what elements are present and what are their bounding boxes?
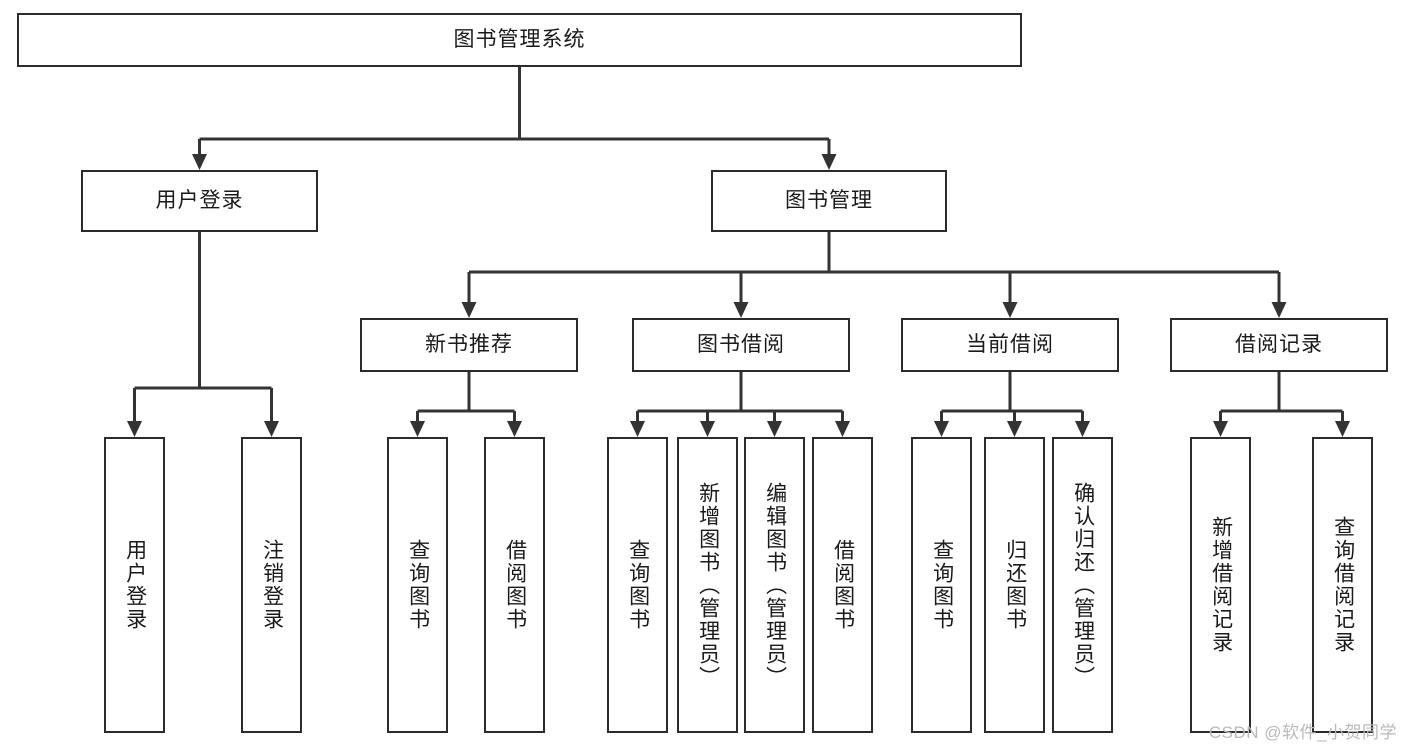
edge-arrowhead <box>821 154 837 170</box>
node-label: 查询图书 <box>626 539 650 631</box>
node-leaf-query-record[interactable]: 查询借阅记录 <box>1312 437 1373 733</box>
node-root[interactable]: 图书管理系统 <box>17 13 1022 67</box>
csdn-watermark: CSDN @软件_小贺同学 <box>1208 723 1397 742</box>
node-current-borrow[interactable]: 当前借阅 <box>901 318 1119 372</box>
node-leaf-return-book[interactable]: 归还图书 <box>984 437 1045 733</box>
node-book-manage[interactable]: 图书管理 <box>711 170 947 232</box>
node-leaf-user-logout[interactable]: 注销登录 <box>241 437 302 733</box>
edge-arrowhead <box>767 421 782 437</box>
node-leaf-confirm-return[interactable]: 确认归还（管理员） <box>1052 437 1113 733</box>
node-label: 借阅图书 <box>831 539 855 631</box>
node-new-book-rec[interactable]: 新书推荐 <box>360 318 578 372</box>
node-label: 注销登录 <box>260 539 284 631</box>
edge-arrowhead <box>410 421 425 437</box>
edge-arrowhead <box>835 421 850 437</box>
edge-arrowhead <box>461 302 477 318</box>
edge-arrowhead <box>127 421 142 437</box>
node-book-borrow[interactable]: 图书借阅 <box>632 318 850 372</box>
edge-arrowhead <box>507 421 522 437</box>
node-leaf-query-book-2[interactable]: 查询图书 <box>607 437 668 733</box>
node-label: 新增图书（管理员） <box>696 481 720 689</box>
edge-arrowhead <box>934 421 949 437</box>
node-label: 图书借阅 <box>697 333 785 357</box>
node-label: 用户登录 <box>123 539 147 631</box>
node-label: 查询图书 <box>406 539 430 631</box>
node-label: 查询借阅记录 <box>1331 516 1355 654</box>
node-leaf-user-login[interactable]: 用户登录 <box>104 437 165 733</box>
node-label: 确认归还（管理员） <box>1071 481 1095 689</box>
node-label: 新增借阅记录 <box>1209 516 1233 654</box>
node-label: 图书管理 <box>785 189 873 213</box>
node-leaf-query-book-1[interactable]: 查询图书 <box>387 437 448 733</box>
node-leaf-add-book[interactable]: 新增图书（管理员） <box>677 437 738 733</box>
node-label: 借阅记录 <box>1235 333 1323 357</box>
edge-arrowhead <box>733 302 749 318</box>
edge-arrowhead <box>1007 421 1022 437</box>
node-label: 借阅图书 <box>503 539 527 631</box>
node-label: 用户登录 <box>155 189 244 213</box>
node-label: 查询图书 <box>930 539 954 631</box>
node-label: 新书推荐 <box>425 333 513 357</box>
node-leaf-query-book-3[interactable]: 查询图书 <box>911 437 972 733</box>
edge-arrowhead <box>264 421 279 437</box>
node-leaf-add-record[interactable]: 新增借阅记录 <box>1190 437 1251 733</box>
node-label: 编辑图书（管理员） <box>763 481 787 689</box>
edge-arrowhead <box>1213 421 1228 437</box>
edge-arrowhead <box>192 154 207 170</box>
node-borrow-record[interactable]: 借阅记录 <box>1170 318 1388 372</box>
node-label: 归还图书 <box>1003 539 1027 631</box>
node-leaf-borrow-book-1[interactable]: 借阅图书 <box>484 437 545 733</box>
node-label: 当前借阅 <box>966 333 1054 357</box>
edge-arrowhead <box>1075 421 1090 437</box>
edge-arrowhead <box>1002 302 1018 318</box>
edge-arrowhead <box>1271 302 1287 318</box>
node-label: 图书管理系统 <box>453 28 586 52</box>
node-leaf-borrow-book-2[interactable]: 借阅图书 <box>812 437 873 733</box>
node-user-login[interactable]: 用户登录 <box>81 170 318 232</box>
edge-arrowhead <box>700 421 715 437</box>
node-leaf-edit-book[interactable]: 编辑图书（管理员） <box>744 437 805 733</box>
edge-arrowhead <box>630 421 645 437</box>
edge-arrowhead <box>1335 421 1350 437</box>
